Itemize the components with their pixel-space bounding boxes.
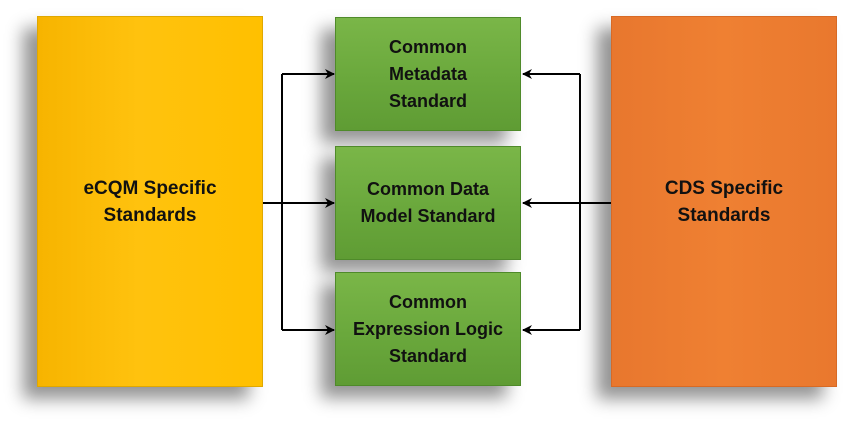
common-data-model-standard-label: Common Data Model Standard (360, 179, 496, 226)
common-expression-logic-standard-label: Common Expression Logic Standard (352, 291, 504, 366)
common-data-model-standard-box: Common Data Model Standard (335, 146, 521, 260)
ecqm-specific-standards-label: eCQM Specific Standards (83, 177, 217, 226)
cds-specific-standards-box: CDS Specific Standards (611, 16, 837, 387)
common-metadata-standard-label: Common Metadata Standard (388, 36, 468, 111)
common-metadata-standard-box: Common Metadata Standard (335, 17, 521, 131)
ecqm-specific-standards-box: eCQM Specific Standards (37, 16, 263, 387)
cds-specific-standards-label: CDS Specific Standards (664, 177, 784, 226)
common-expression-logic-standard-box: Common Expression Logic Standard (335, 272, 521, 386)
